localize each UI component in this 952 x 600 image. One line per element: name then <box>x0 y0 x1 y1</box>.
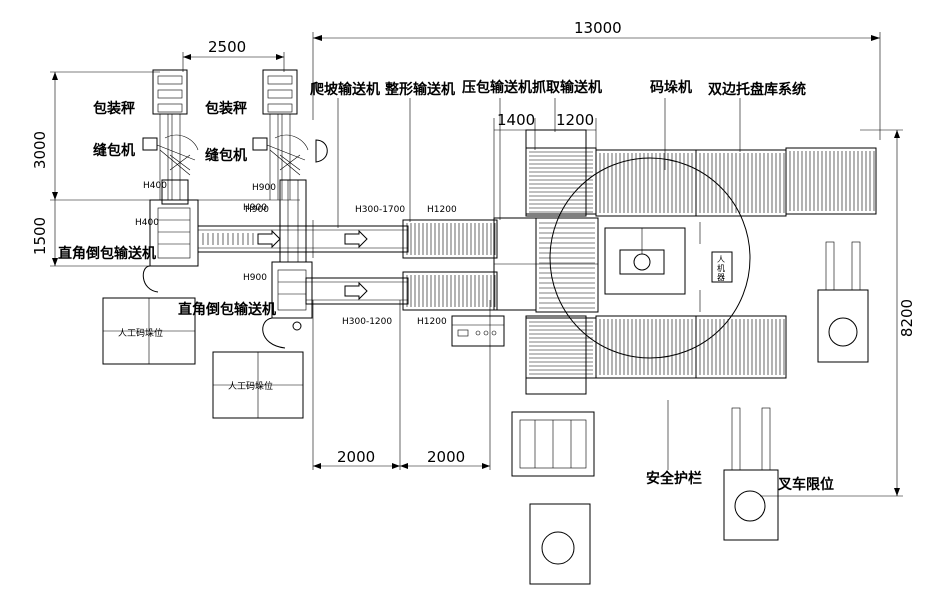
shaping-conveyor-upper <box>402 219 498 259</box>
pressing-conveyor <box>493 217 537 311</box>
forklift-bottom-right <box>723 407 779 541</box>
rollers-upper-line-a <box>202 233 254 245</box>
label-forklift-limit: 叉车限位 <box>777 476 834 493</box>
label-packing-scale-1: 包装秤 <box>93 100 135 117</box>
height-h1200-upper: H1200 <box>427 205 457 215</box>
dimension-top-left: 2500 <box>182 38 285 72</box>
dimension-right: 8200 <box>760 129 916 497</box>
grabbing-column-lower <box>525 315 587 395</box>
height-h400-mid: H400 <box>135 218 159 228</box>
rollers-pallet-top-3 <box>789 151 875 211</box>
robot-tag-1: 人 <box>717 255 725 264</box>
label-shaping-conveyor: 整形输送机 <box>384 81 455 98</box>
label-manual-station-2: 人工码垛位 <box>228 380 273 392</box>
sewing-machine-1 <box>142 134 199 176</box>
pallet-conveyor-top-3 <box>785 147 877 215</box>
dimension-bottom: 2000 2000 <box>312 300 491 470</box>
height-h400-top: H400 <box>143 181 167 191</box>
rollers-pallet-top-1 <box>599 153 693 213</box>
dim-3000-label: 3000 <box>31 131 49 169</box>
rollers-pallet-bottom-2 <box>699 319 785 375</box>
robot-warning-tag: 人 机 器 <box>711 251 733 283</box>
label-packing-scale-2: 包装秤 <box>205 100 247 117</box>
label-sewing-machine-2: 缝包机 <box>205 147 247 164</box>
grabbing-conveyor <box>535 217 599 313</box>
robot-tag-2: 机 <box>717 263 725 273</box>
dim-1500-label: 1500 <box>31 217 49 255</box>
label-climbing-conveyor: 爬坡输送机 <box>310 81 380 98</box>
manual-station-2: 人工码垛位 <box>212 351 304 419</box>
pallet-conveyor-top-1 <box>595 149 697 217</box>
label-right-angle-conveyor-2: 直角倒包输送机 <box>178 301 276 318</box>
rollers-shaping-lower <box>406 275 496 307</box>
rollers-pallet-top-2 <box>699 153 785 213</box>
packing-scale-2 <box>262 69 298 200</box>
pallet-dock-bottom <box>511 411 595 477</box>
shaping-conveyor-lower <box>402 271 498 311</box>
dim-1200-label: 1200 <box>556 111 594 129</box>
pallet-conveyor-bottom-1 <box>595 315 697 379</box>
height-h900-mid: H900 <box>245 205 269 215</box>
height-h900-left: H900 <box>243 203 267 213</box>
dimension-gaps: 1400 1200 <box>493 111 597 220</box>
rollers-pallet-bottom-1 <box>599 319 693 375</box>
height-h300-1200: H300-1200 <box>342 317 392 327</box>
rollers-pallet-left-lower <box>529 321 593 375</box>
dimension-top-total: 13000 <box>312 19 881 140</box>
vertical-conveyor-right <box>279 179 307 263</box>
label-safety-fence: 安全护栏 <box>646 470 702 487</box>
rollers-pallet-left-upper <box>529 151 593 213</box>
height-h900-low: H900 <box>243 273 267 283</box>
robot-tag-3: 器 <box>717 273 725 282</box>
dim-13000-label: 13000 <box>574 19 622 37</box>
label-palletizer: 码垛机 <box>650 79 692 96</box>
dim-2000-a-label: 2000 <box>337 448 375 466</box>
manual-station-1: 人工码垛位 <box>102 297 196 365</box>
rollers-shaping-upper <box>406 223 496 255</box>
label-pallet-warehouse: 双边托盘库系统 <box>708 81 806 98</box>
height-h900-top: H900 <box>252 183 276 193</box>
label-manual-station-1: 人工码垛位 <box>118 327 163 339</box>
forklift-bottom-center <box>529 503 591 585</box>
pallet-conveyor-left-upper <box>525 147 597 215</box>
label-right-angle-conveyor-1: 直角倒包输送机 <box>58 245 156 262</box>
dim-2000-b-label: 2000 <box>427 448 465 466</box>
pallet-conveyor-bottom-2 <box>695 315 787 379</box>
label-sewing-machine-1: 缝包机 <box>93 142 135 159</box>
upper-conveyor-line <box>197 220 409 258</box>
control-cabinet <box>451 315 505 347</box>
lower-conveyor-line <box>305 277 409 305</box>
label-grabbing-conveyor: 抓取输送机 <box>532 79 602 96</box>
dim-1400-label: 1400 <box>497 111 535 129</box>
sewing-machine-2 <box>252 134 328 176</box>
dim-8200-label: 8200 <box>898 299 916 337</box>
dimension-left: 3000 1500 <box>31 71 300 267</box>
height-h300-1700: H300-1700 <box>355 205 405 215</box>
pallet-conveyor-left-lower <box>525 317 597 379</box>
vertical-conveyor-left <box>161 179 189 205</box>
rollers-grabbing <box>539 222 595 309</box>
height-h1200-lower: H1200 <box>417 317 447 327</box>
safety-fence-line <box>667 222 701 470</box>
forklift-right <box>817 241 869 363</box>
label-pressing-conveyor: 压包输送机 <box>462 79 532 96</box>
pallet-conveyor-top-2 <box>695 149 787 217</box>
dim-2500-label: 2500 <box>208 38 246 56</box>
